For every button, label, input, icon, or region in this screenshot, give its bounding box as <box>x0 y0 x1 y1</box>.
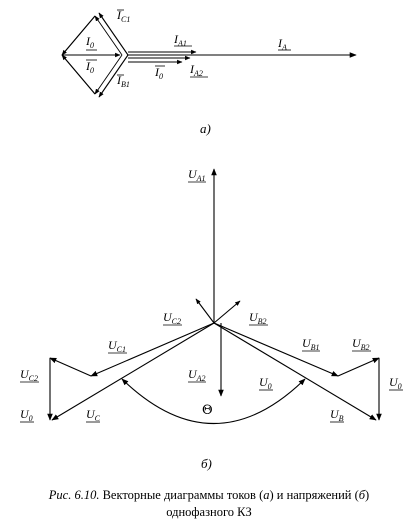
vector-UB <box>213 322 377 421</box>
label-UC2-left: UC2 <box>20 367 38 383</box>
label-I0-mid: I0 <box>154 65 163 81</box>
part-label-b: б) <box>201 456 212 471</box>
vector-UB2-right <box>337 357 380 377</box>
label-UB1: UB1 <box>302 336 320 352</box>
construction-line-bottom <box>61 54 96 95</box>
label-UA1: UA1 <box>188 167 206 183</box>
label-UB: UB <box>330 407 344 423</box>
vector-UC <box>51 322 215 421</box>
label-UB2-right: UB2 <box>352 336 370 352</box>
vector-UC2-left <box>49 357 92 377</box>
caption-figure-number: Рис. 6.10. <box>48 488 100 502</box>
label-I0-bottom: I0 <box>85 59 94 75</box>
label-UC1: UC1 <box>108 338 126 354</box>
voltage-diagram: UA1 UC2 UB2 UC1 UB1 UB2 UC2 UA2 U0 U0 U0… <box>20 167 403 471</box>
label-UB2-top: UB2 <box>249 310 267 326</box>
vector-UC1 <box>90 322 215 377</box>
caption-ref-a: а <box>263 488 270 502</box>
vector-IC1-parallel <box>94 15 123 56</box>
label-IB1: IB1 <box>116 73 130 89</box>
label-UC: UC <box>86 407 101 423</box>
part-label-a: а) <box>200 121 211 136</box>
caption-line-1: Рис. 6.10. Векторные диаграммы токов (а)… <box>0 487 418 504</box>
caption-text-1: Векторные диаграммы токов ( <box>99 488 264 502</box>
vector-UB1 <box>213 322 339 377</box>
vector-UC2-top <box>195 298 215 324</box>
label-U0-mid: U0 <box>259 375 272 391</box>
vector-IB1 <box>98 54 129 98</box>
construction-line-top <box>61 15 96 56</box>
vector-IB1-parallel <box>94 54 123 95</box>
label-I0-top: I0 <box>85 34 94 50</box>
angle-theta-arc <box>121 378 306 425</box>
caption-ref-b: б <box>358 488 366 502</box>
figure-caption: Рис. 6.10. Векторные диаграммы токов (а)… <box>0 487 418 521</box>
label-UA2: UA2 <box>188 367 206 383</box>
caption-text-2: ) и напряжений ( <box>269 488 359 502</box>
current-diagram: IC1 I0 I0 IB1 IA1 IA I0 IA2 а) <box>61 8 357 136</box>
caption-text-3: ) <box>365 488 370 502</box>
label-IA: IA <box>277 36 287 52</box>
label-U0-left: U0 <box>20 407 33 423</box>
label-UC2-top: UC2 <box>163 310 181 326</box>
label-IC1: IC1 <box>116 8 130 24</box>
label-IA1: IA1 <box>173 32 187 48</box>
caption-line-2: однофазного КЗ <box>166 505 252 519</box>
vector-UB2-top <box>213 300 241 324</box>
vector-IC1 <box>98 12 129 56</box>
label-U0-right: U0 <box>389 375 402 391</box>
label-theta: Θ <box>202 403 213 418</box>
label-IA2: IA2 <box>189 62 203 78</box>
